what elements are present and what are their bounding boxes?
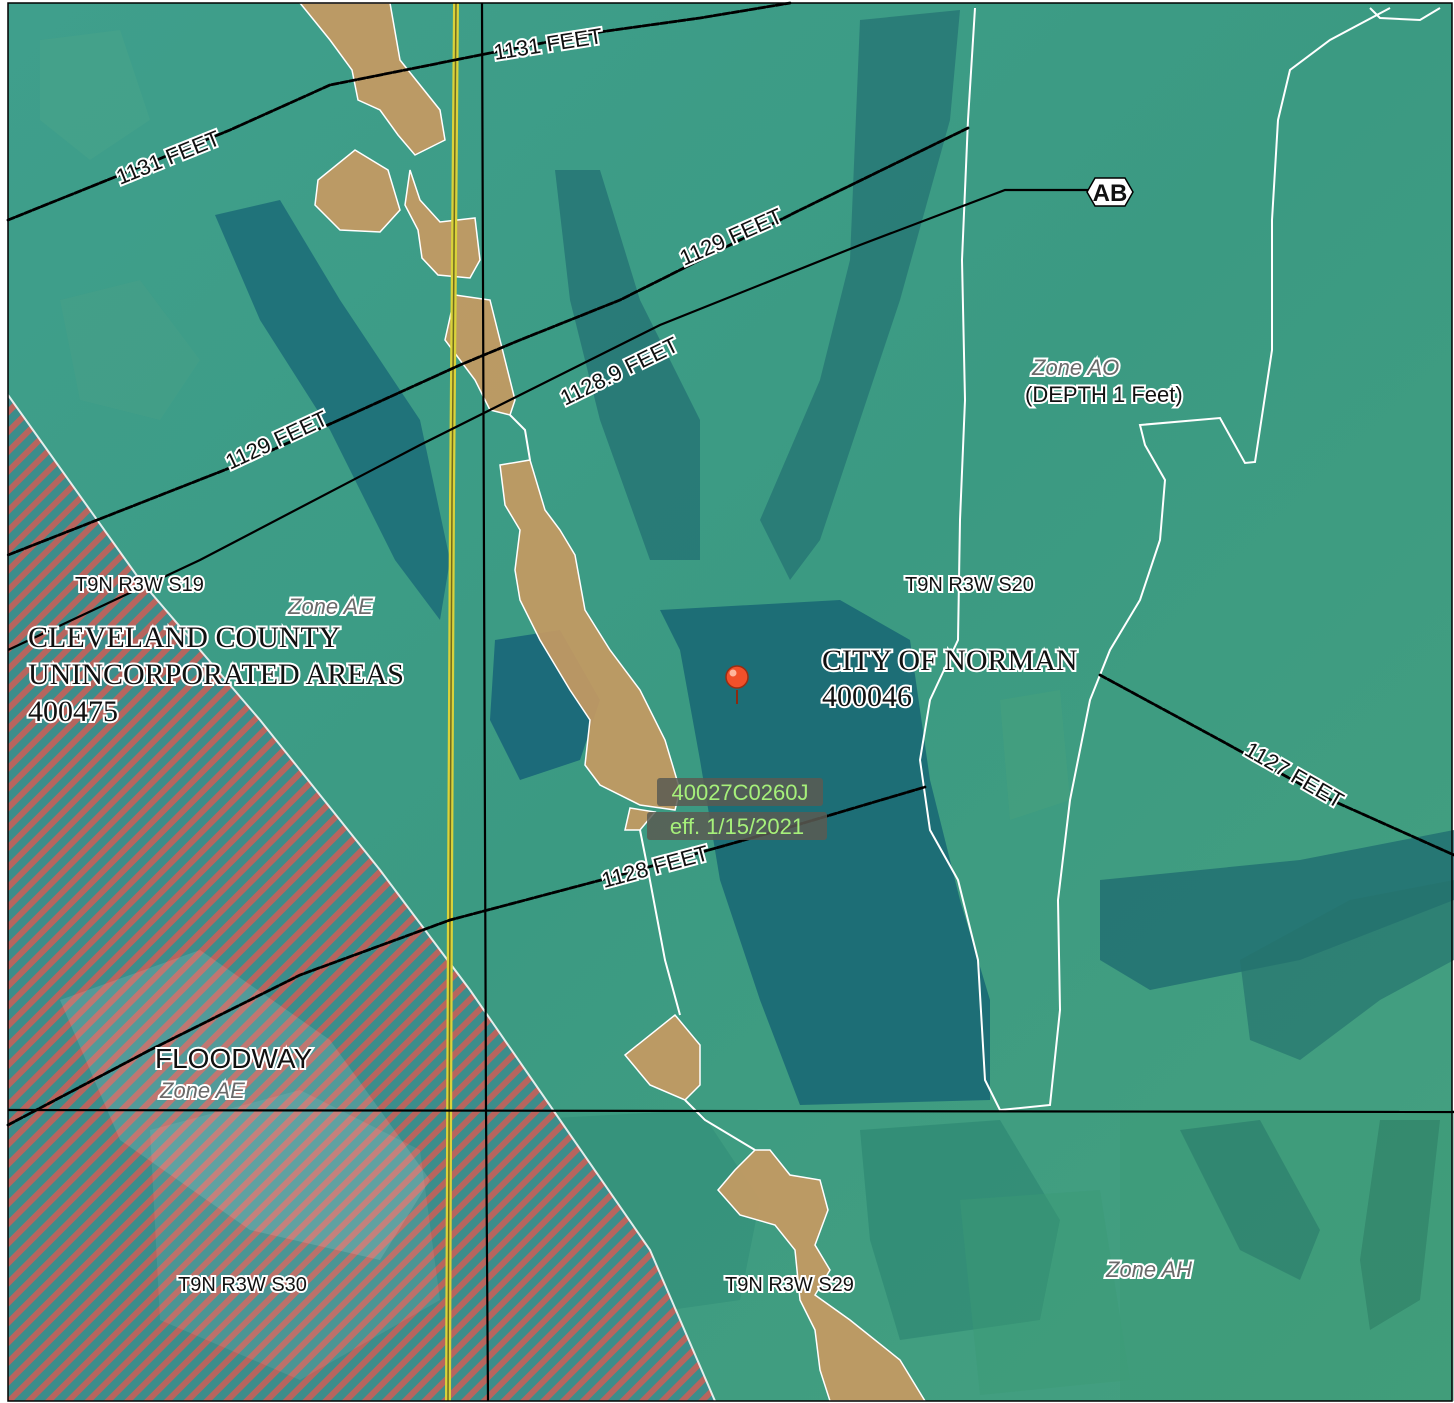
community-id: 400046 [822,680,912,713]
zone-boundaries [509,7,1441,1151]
shaded-zone-x [298,2,927,1402]
zone-depth-label: (DEPTH 1 Feet) [1025,382,1183,407]
community-name: CLEVELAND COUNTY [28,621,340,654]
panel-number: 40027C0260J [671,780,808,805]
community-name: UNINCORPORATED AREAS [28,658,404,691]
floodway-hatch [8,395,715,1401]
bfe-lines [6,1,1454,1127]
section-label: T9N R3W S19 [75,574,204,596]
section-label: T9N R3W S20 [905,574,1034,596]
section-label: T9N R3W S30 [178,1274,307,1296]
zone-label: Zone AE [159,1078,245,1103]
floodway-label: FLOODWAY [155,1043,312,1074]
community-name: CITY OF NORMAN [822,644,1078,677]
section-label: T9N R3W S29 [725,1274,854,1296]
cross-section-label: AB [1093,180,1128,207]
location-pin-icon[interactable] [725,665,749,704]
roads [445,2,459,1402]
panel-label: 40027C0260J eff. 1/15/2021 [647,778,827,840]
zone-label: Zone AE [287,594,373,619]
zone-label: Zone AH [1105,1257,1192,1282]
zone-label: Zone AO [1031,355,1119,380]
section-lines [7,2,1454,1402]
community-id: 400475 [28,695,118,728]
cross-section-hexagon-icon[interactable]: AB [1086,177,1134,207]
panel-effective-date: eff. 1/15/2021 [670,814,804,839]
